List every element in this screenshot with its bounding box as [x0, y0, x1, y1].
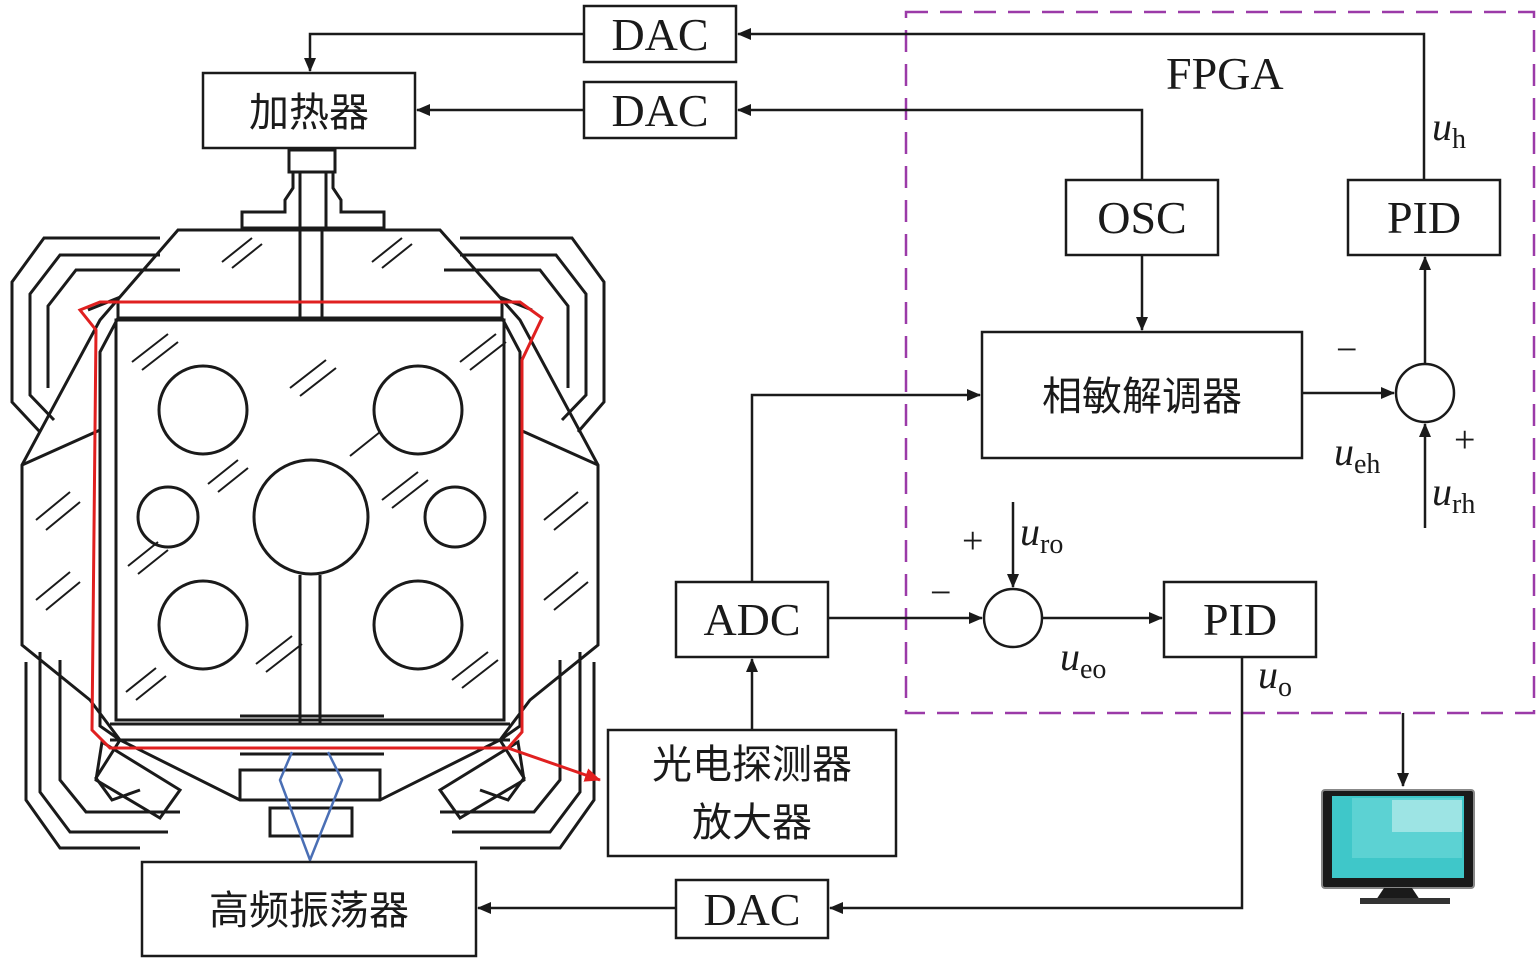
- sign-plus-top: +: [1454, 419, 1475, 461]
- photodetector-label-line2: 放大器: [692, 800, 812, 846]
- osc-label: OSC: [1097, 192, 1186, 243]
- signal-ueo: ueo: [1060, 634, 1106, 685]
- dac-top-label: DAC: [611, 9, 708, 60]
- signal-uh: uh: [1432, 104, 1466, 155]
- summing-junction-bottom: [982, 587, 1044, 649]
- signal-ueh: ueh: [1334, 429, 1380, 480]
- signal-wires: [304, 28, 1431, 914]
- oscillator-block: [140, 860, 478, 958]
- pid-bottom-block: [1162, 580, 1318, 659]
- demod-block: [980, 330, 1304, 460]
- dac-top-block: [582, 4, 738, 64]
- heater-block: [201, 71, 417, 150]
- summing-junction-top: [1394, 362, 1456, 424]
- fpga-label: FPGA: [1166, 48, 1284, 99]
- osc-block: [1064, 178, 1220, 257]
- pid-top-block: [1346, 178, 1502, 257]
- photodetector-block: [606, 728, 898, 858]
- adc-block: [674, 580, 830, 659]
- demod-label: 相敏解调器: [1042, 374, 1242, 420]
- sign-plus-bottom: +: [962, 520, 983, 562]
- pid-top-label: PID: [1387, 192, 1461, 243]
- pid-bottom-label: PID: [1203, 594, 1277, 645]
- signal-uo: uo: [1258, 652, 1292, 703]
- signal-urh: urh: [1432, 469, 1475, 520]
- rf-coil: [278, 751, 344, 864]
- dac-bottom-label: DAC: [703, 884, 800, 935]
- photodetector-label-line1: 光电探测器: [652, 742, 852, 788]
- sign-minus-top: −: [1336, 329, 1357, 371]
- dac-mid-label: DAC: [611, 85, 708, 136]
- laser-path: [77, 300, 601, 782]
- heater-label: 加热器: [249, 90, 369, 136]
- fpga-region: FPGA: [904, 10, 1536, 715]
- adc-label: ADC: [703, 594, 800, 645]
- dac-bottom-block: [674, 878, 830, 940]
- oscillator-label: 高频振荡器: [209, 888, 409, 934]
- signal-uro: uro: [1020, 509, 1063, 560]
- monitor-icon: [1321, 789, 1475, 904]
- sign-minus-bottom: −: [930, 572, 951, 614]
- vapor-cell-assembly-icon: [10, 148, 606, 850]
